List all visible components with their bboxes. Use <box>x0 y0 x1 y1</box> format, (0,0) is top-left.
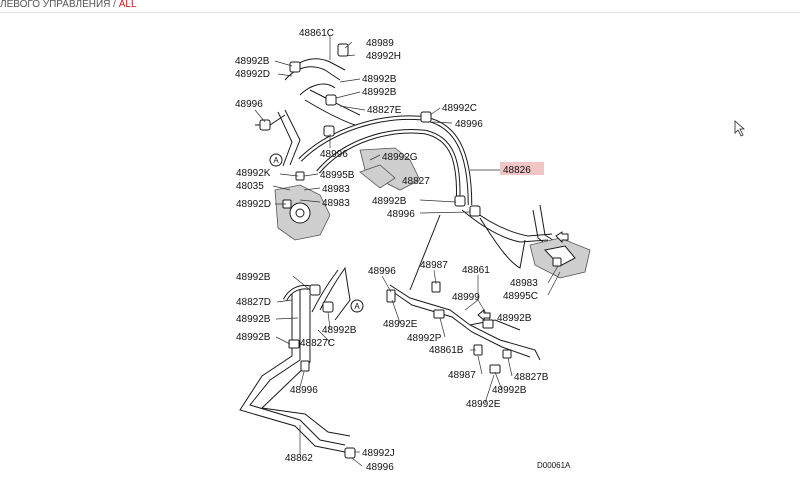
part-label[interactable]: 48996 <box>368 266 396 277</box>
part-label[interactable]: 48992D <box>236 199 271 210</box>
part-label[interactable]: 48992H <box>366 51 401 62</box>
breadcrumb: ЛЕВОГО УПРАВЛЕНИЯ / ALL <box>0 0 800 13</box>
part-label[interactable]: 48827D <box>236 297 271 308</box>
component-shapes <box>259 43 591 459</box>
mouse-cursor-icon <box>734 120 746 137</box>
part-label[interactable]: 48827C <box>300 338 335 349</box>
callout-a-top: A <box>269 153 283 167</box>
part-label[interactable]: 48996 <box>320 149 348 160</box>
callout-a-bottom-letter: A <box>354 302 360 311</box>
part-label[interactable]: 48983 <box>322 184 350 195</box>
part-label[interactable]: 48992B <box>235 56 270 67</box>
part-labels: 48861C 48989 48992H 48992B 48992D 48992B… <box>235 28 549 473</box>
drawing-code: D00061A <box>537 461 571 470</box>
part-label[interactable]: 48992P <box>407 333 442 344</box>
part-label[interactable]: 48862 <box>285 453 313 464</box>
part-label[interactable]: 48996 <box>366 462 394 473</box>
part-label[interactable]: 48992C <box>442 103 477 114</box>
part-label[interactable]: 48983 <box>322 198 350 209</box>
part-label[interactable]: 48992D <box>235 69 270 80</box>
part-label[interactable]: 48987 <box>420 260 448 271</box>
part-label[interactable]: 48992B <box>362 87 397 98</box>
part-label[interactable]: 48826 <box>503 165 531 176</box>
part-label[interactable]: 48827E <box>367 105 402 116</box>
direction-arrow-mid <box>477 308 491 322</box>
part-label[interactable]: 48992B <box>372 196 407 207</box>
part-label[interactable]: 48996 <box>455 119 483 130</box>
breadcrumb-current-all[interactable]: ALL <box>118 0 137 10</box>
part-label[interactable]: 48992E <box>466 399 501 410</box>
part-label[interactable]: 48992B <box>362 74 397 85</box>
part-label[interactable]: 48992B <box>236 332 271 343</box>
part-label[interactable]: 48992B <box>236 272 271 283</box>
part-label[interactable]: 48827B <box>514 372 549 383</box>
part-label[interactable]: 48987 <box>448 370 476 381</box>
leader-lines <box>254 36 561 467</box>
part-label[interactable]: 48992B <box>492 385 527 396</box>
part-label[interactable]: 48035 <box>236 181 264 192</box>
part-label[interactable]: 48992B <box>236 314 271 325</box>
part-label[interactable]: 48992B <box>322 325 357 336</box>
part-label[interactable]: 48995B <box>320 170 355 181</box>
part-label[interactable]: 48992J <box>362 448 395 459</box>
part-label[interactable]: 48992K <box>236 168 271 179</box>
part-highlight-48826 <box>500 162 544 175</box>
part-label[interactable]: 48861B <box>429 345 464 356</box>
direction-arrow-right <box>555 231 569 244</box>
breadcrumb-path[interactable]: ЛЕВОГО УПРАВЛЕНИЯ / <box>0 0 116 10</box>
part-label[interactable]: 48983 <box>510 278 538 289</box>
part-label[interactable]: 48996 <box>235 99 263 110</box>
part-label[interactable]: 48992E <box>383 319 418 330</box>
part-label[interactable]: 48989 <box>366 38 394 49</box>
callout-a-bottom: A <box>350 299 364 313</box>
callout-a-top-letter: A <box>273 156 279 165</box>
part-label[interactable]: 48992B <box>497 313 532 324</box>
part-label[interactable]: 48996 <box>387 209 415 220</box>
part-label[interactable]: 48995C <box>503 291 538 302</box>
part-label[interactable]: 48999 <box>452 292 480 303</box>
part-label[interactable]: 48861 <box>462 265 490 276</box>
part-label[interactable]: 48996 <box>290 385 318 396</box>
part-label[interactable]: 48861C <box>299 28 334 39</box>
part-label[interactable]: 48992G <box>382 152 418 163</box>
part-label[interactable]: 48827 <box>402 176 430 187</box>
